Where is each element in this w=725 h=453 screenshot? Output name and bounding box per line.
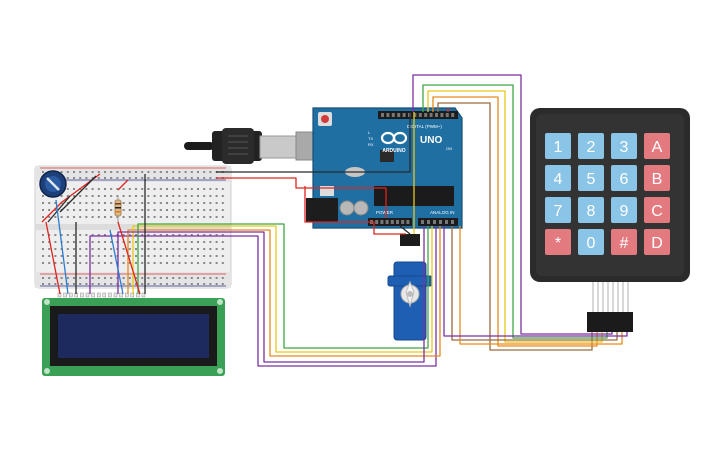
wire-keypad-1: [437, 102, 593, 351]
keypad-key-label: C: [651, 203, 663, 220]
keypad-key-label: D: [651, 235, 663, 252]
keypad-key-2[interactable]: 2: [578, 133, 604, 159]
keypad-key-label: 2: [587, 139, 596, 156]
keypad-key-label: *: [555, 235, 561, 252]
keypad-key-grid: 1 2 3 A 4 5 6 B 7 8 9 C * 0 # D: [545, 133, 670, 255]
keypad-key-hash[interactable]: #: [611, 229, 637, 255]
l-label: L: [368, 130, 371, 135]
keypad-key-3[interactable]: 3: [611, 133, 637, 159]
wire-lcd-blue: [109, 229, 124, 295]
keypad-key-1[interactable]: 1: [545, 133, 571, 159]
keypad-key-label: #: [620, 235, 629, 252]
wire-keypad-8: [443, 226, 628, 337]
on-label: ON: [446, 146, 452, 151]
keypad-key-label: 1: [554, 139, 563, 156]
arduino-model: UNO: [420, 135, 442, 146]
keypad-key-label: 0: [587, 235, 596, 252]
wire-servo-red: [304, 186, 406, 235]
wire-pot-red: [41, 173, 101, 223]
wire-keypad-5: [412, 74, 613, 335]
wire-resistor-red: [117, 179, 129, 191]
keypad-key-b[interactable]: B: [644, 165, 670, 191]
keypad-key-label: 7: [554, 203, 563, 220]
arduino-logo: [380, 131, 408, 145]
wire-resistor-lcd: [117, 221, 141, 295]
lcd-pin-header: [57, 292, 146, 298]
keypad-key-a[interactable]: A: [644, 133, 670, 159]
wire-keypad-7: [459, 226, 623, 345]
wire-pot-black-2: [47, 195, 71, 223]
keypad-key-9[interactable]: 9: [611, 197, 637, 223]
keypad-key-6[interactable]: 6: [611, 165, 637, 191]
wire-servo-gnd: [399, 225, 411, 235]
keypad-key-label: A: [652, 139, 663, 156]
digital-header-label: DIGITAL (PWM~): [407, 124, 442, 129]
keypad-key-label: 5: [587, 171, 596, 188]
tx-label: TX: [368, 136, 373, 141]
wire-pot-blue: [55, 199, 69, 295]
keypad-key-label: 6: [620, 171, 629, 188]
wire-5v-red: [216, 177, 387, 218]
keypad-key-c[interactable]: C: [644, 197, 670, 223]
arduino-brand: ARDUINO: [382, 148, 405, 154]
keypad-4x4[interactable]: 1 2 3 A 4 5 6 B 7 8 9 C * 0 # D: [530, 108, 690, 332]
keypad-key-label: 8: [587, 203, 596, 220]
wire-lcd-red-1: [45, 221, 61, 295]
keypad-key-label: 4: [554, 171, 563, 188]
rx-label: RX: [368, 142, 374, 147]
reset-button[interactable]: [321, 115, 329, 123]
keypad-key-d[interactable]: D: [644, 229, 670, 255]
wire-keypad-4: [422, 84, 608, 339]
lcd-display[interactable]: [42, 292, 225, 376]
keypad-connector: [587, 312, 633, 332]
keypad-key-label: 3: [620, 139, 629, 156]
resistor: [114, 196, 122, 222]
arduino-uno-board[interactable]: ARDUINO UNO DIGITAL (PWM~) ANALOG IN POW…: [306, 107, 463, 229]
keypad-key-7[interactable]: 7: [545, 197, 571, 223]
keypad-key-label: B: [652, 171, 663, 188]
keypad-key-4[interactable]: 4: [545, 165, 571, 191]
keypad-key-star[interactable]: *: [545, 229, 571, 255]
keypad-key-5[interactable]: 5: [578, 165, 604, 191]
wire-lcd-orange: [127, 226, 441, 357]
wire-lcd-purple: [89, 226, 437, 367]
keypad-key-label: 9: [620, 203, 629, 220]
servo-motor[interactable]: [387, 234, 433, 341]
wire-lcd-yellow: [132, 225, 433, 353]
wires: [41, 74, 628, 367]
wire-lcd-green: [137, 223, 429, 349]
wire-lcd-purple-2: [117, 226, 425, 363]
keypad-key-0[interactable]: 0: [578, 229, 604, 255]
keypad-key-8[interactable]: 8: [578, 197, 604, 223]
power-header-label: POWER: [376, 210, 394, 215]
potentiometer[interactable]: [39, 170, 67, 198]
wire-pot-black: [59, 175, 97, 213]
analog-header-label: ANALOG IN: [430, 210, 455, 215]
wire-gnd-black: [216, 112, 411, 173]
breadboard-holes: [42, 171, 224, 285]
